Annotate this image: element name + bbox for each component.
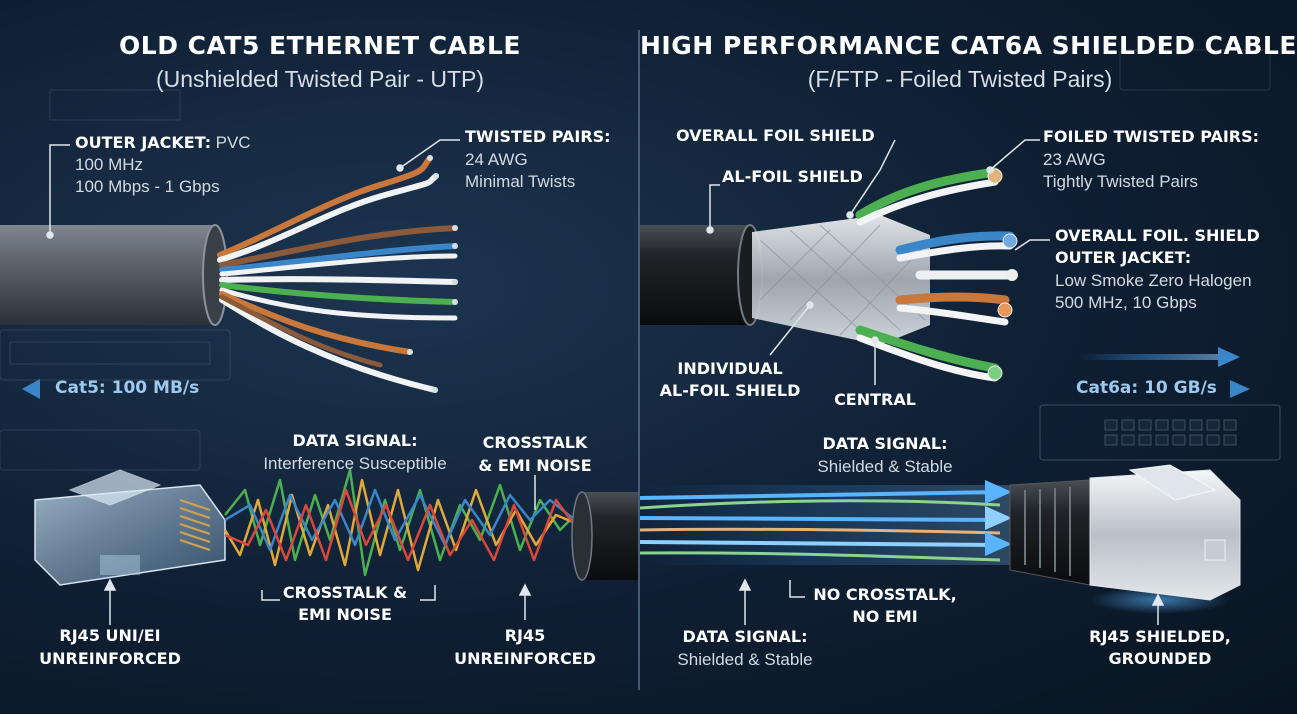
crosstalk-bottom-line2: EMI NOISE: [298, 605, 392, 624]
outer-jacket-value: PVC: [215, 133, 251, 152]
overall-foil-shield: [752, 215, 930, 345]
right-leader-lines: [706, 139, 1050, 385]
shielded-signal-beams: [639, 480, 1012, 565]
no-crosstalk-line2: NO EMI: [852, 607, 918, 626]
rj45-shielded-line1: RJ45 SHIELDED,: [1089, 627, 1231, 646]
cat6a-data-signal-top-label: DATA SIGNAL:: [822, 434, 948, 453]
cat6a-speed-arrows: [1080, 347, 1250, 398]
overall-foil-shield-label: OVERALL FOIL SHIELD: [676, 126, 875, 145]
cat5-subtitle: (Unshielded Twisted Pair - UTP): [155, 66, 485, 92]
cat5-cable-stub: [571, 491, 638, 581]
no-crosstalk-line1: NO CROSSTALK,: [813, 585, 957, 604]
cat5-frequency: 100 MHz: [75, 155, 144, 174]
jacket-line3: Low Smoke Zero Halogen: [1055, 271, 1252, 290]
background-switch-right: [1039, 49, 1281, 461]
individual-foil-line1: INDIVIDUAL: [677, 359, 783, 378]
cat5-speed: Cat5: 100 MB/s: [55, 378, 200, 398]
cat5-title: OLD CAT5 ETHERNET CABLE: [119, 31, 521, 60]
cat6a-outer-jacket: [640, 225, 750, 325]
cat6a-data-signal-bottom-label: DATA SIGNAL:: [682, 627, 808, 646]
central-label: CENTRAL: [834, 390, 916, 409]
rj45-right-line1: RJ45: [504, 626, 546, 645]
cat6a-twists: Tightly Twisted Pairs: [1043, 172, 1198, 191]
individual-foil-line2: AL-FOIL SHIELD: [659, 381, 801, 400]
cat5-data-signal-text: Interference Susceptible: [263, 454, 447, 473]
cat6a-foiled-pairs: [855, 167, 1017, 382]
jacket-line4: 500 MHz, 10 Gbps: [1055, 293, 1197, 312]
crosstalk-top-line1: CROSSTALK: [482, 433, 588, 452]
cat5-wire-ends: [407, 155, 458, 393]
cat6a-cable: [640, 167, 1018, 382]
cat6a-data-signal-bottom-text: Shielded & Stable: [677, 650, 813, 669]
cat6a-title: HIGH PERFORMANCE CAT6A SHIELDED CABLE: [640, 31, 1297, 60]
left-leader-lines: [46, 139, 460, 239]
left-bottom-leaders: [103, 475, 536, 625]
jacket-line2: OUTER JACKET:: [1055, 248, 1192, 267]
cat6a-awg: 23 AWG: [1043, 150, 1106, 169]
rj45-left-line1: RJ45 UNI/EI: [59, 626, 161, 645]
cat5-data-signal-label: DATA SIGNAL:: [292, 431, 418, 450]
rj45-left-line2: UNREINFORCED: [39, 649, 181, 668]
outer-jacket-key: OUTER JACKET:: [75, 133, 212, 152]
foiled-pairs-label: FOILED TWISTED PAIRS:: [1043, 127, 1260, 146]
crosstalk-bottom-line1: CROSSTALK &: [282, 583, 408, 602]
cat5-twisted-pairs: [217, 155, 458, 393]
cat6a-wire-ends: [987, 168, 1018, 381]
rj45-shielded-line2: GROUNDED: [1108, 649, 1212, 668]
rj45-right-line2: UNREINFORCED: [454, 649, 596, 668]
cat5-twisted-pairs-label: TWISTED PAIRS:: [465, 127, 611, 146]
cat6a-data-signal-top-text: Shielded & Stable: [817, 457, 953, 476]
cat5-speed-arrow: [22, 379, 40, 399]
rj45-clear-plug: [34, 469, 226, 586]
crosstalk-top-line2: & EMI NOISE: [478, 456, 592, 475]
cat6a-subtitle: (F/FTP - Foiled Twisted Pairs): [807, 66, 1113, 92]
cat5-outer-jacket: [0, 225, 215, 325]
cat5-cable: [0, 155, 458, 393]
background-patch-panel-left: [0, 89, 231, 471]
cat5-twists: Minimal Twists: [465, 172, 576, 191]
al-foil-shield-label: AL-FOIL SHIELD: [722, 167, 863, 186]
right-bottom-leaders: [738, 578, 1165, 625]
cat6a-speed: Cat6a: 10 GB/s: [1076, 378, 1217, 398]
cat5-awg: 24 AWG: [465, 150, 528, 169]
noisy-signal: [223, 468, 581, 577]
jacket-line1: OVERALL FOIL. SHIELD: [1055, 226, 1260, 245]
cat5-bandwidth: 100 Mbps - 1 Gbps: [75, 177, 220, 196]
rj45-shielded-plug: [1009, 464, 1241, 614]
cat5-outer-jacket-label: OUTER JACKET: PVC: [75, 133, 251, 153]
